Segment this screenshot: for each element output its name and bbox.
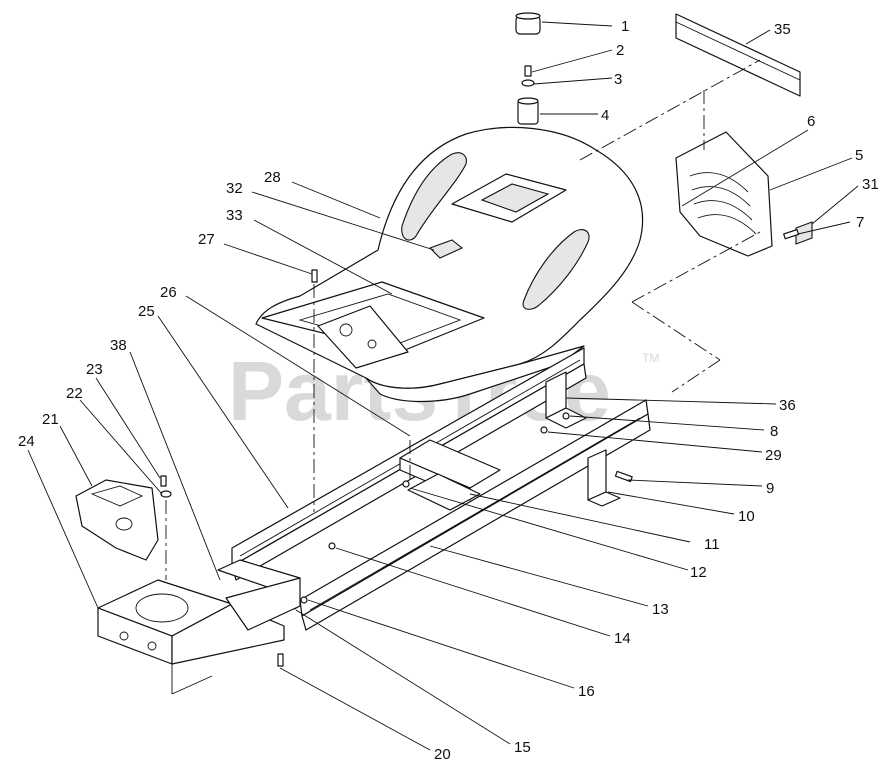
leader-lines [27,21,859,751]
callout-label: 27 [198,231,215,248]
part-nut-29 [540,426,548,434]
watermark-trademark: TM [642,351,659,365]
callout-label: 1 [621,18,629,35]
callout-label: 26 [160,284,177,301]
callout-labels: 1 2 3 4 35 6 5 31 7 28 32 33 27 26 25 38… [18,18,879,763]
part-knob-1 [515,12,541,35]
callout-label: 22 [66,385,83,402]
part-bolt-7 [783,229,800,240]
part-bolt-9 [614,470,633,483]
callout-label: 8 [770,423,778,440]
callout-label: 36 [779,397,796,414]
callout-label: 35 [774,21,791,38]
part-screw-23 [160,475,167,487]
callout-label: 38 [110,337,127,354]
part-screw-2 [524,65,532,77]
part-bolt-12 [402,480,410,488]
callout-label: 2 [616,42,624,59]
callout-label: 32 [226,180,243,197]
callout-label: 24 [18,433,35,450]
part-tube-4 [517,97,539,125]
part-bolt-20 [277,653,284,667]
callout-label: 13 [652,601,669,618]
part-cross-member-13 [407,473,481,511]
callout-label: 7 [856,214,864,231]
callout-label: 15 [514,739,531,756]
part-nut-16 [300,596,308,604]
callout-label: 16 [578,683,595,700]
callout-label: 31 [862,176,879,193]
part-bracket-21 [75,479,159,561]
callout-label: 25 [138,303,155,320]
callout-label: 33 [226,207,243,224]
part-bracket-10 [587,449,621,507]
callout-label: 12 [690,564,707,581]
callout-label: 10 [738,508,755,525]
part-nut-8 [562,412,570,420]
callout-label: 28 [264,169,281,186]
callout-label: 11 [704,536,720,553]
callout-label: 3 [614,71,622,88]
part-washer-22 [160,490,172,498]
callout-label: 21 [42,411,59,428]
part-screw-27 [311,269,318,283]
callout-label: 29 [765,447,782,464]
callout-label: 20 [434,746,451,763]
part-nut-14 [328,542,336,550]
part-rail-35 [675,13,801,97]
callout-label: 9 [766,480,774,497]
callout-label: 4 [601,107,609,124]
callout-label: 5 [855,147,863,164]
part-washer-3 [521,79,535,87]
part-bracket-38 [217,559,301,631]
part-fender-28 [255,126,644,403]
callout-label: 14 [614,630,631,647]
callout-label: 23 [86,361,103,378]
part-frame-rail-25 [299,399,651,631]
callout-label: 6 [807,113,815,130]
part-seat-bracket-6 [675,131,773,257]
